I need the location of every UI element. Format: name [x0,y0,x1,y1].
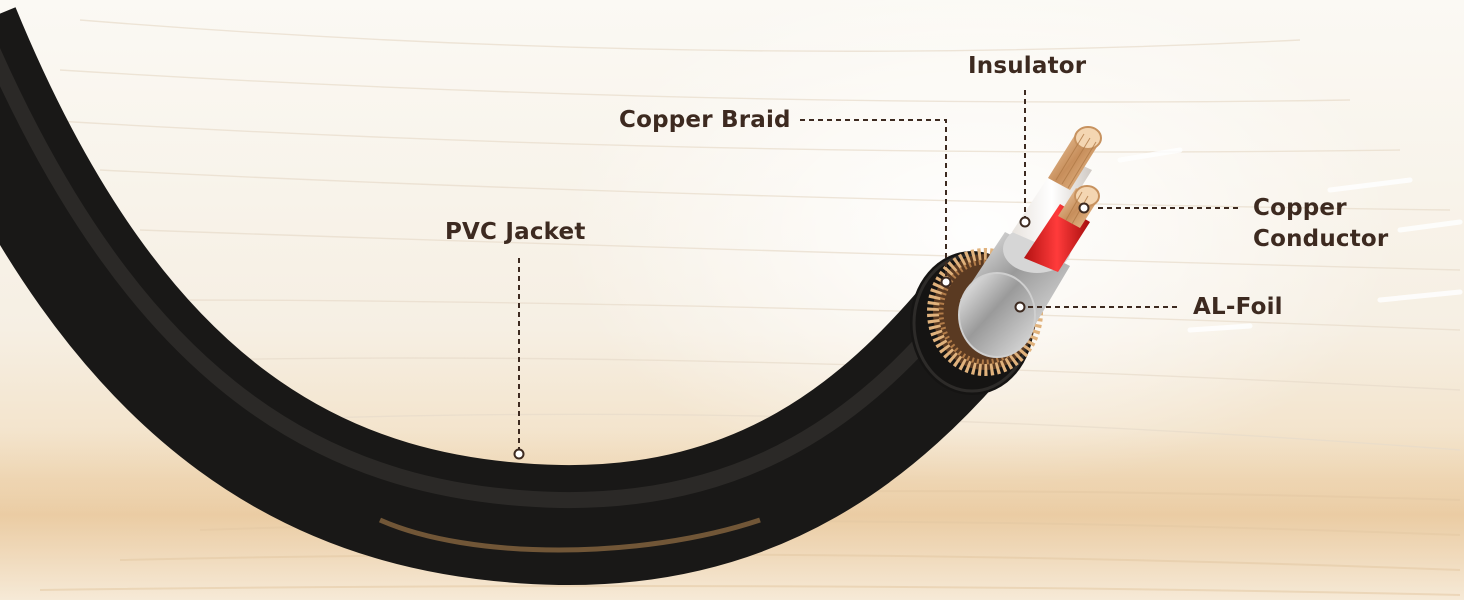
label-copper-braid: Copper Braid [619,105,791,136]
label-copper-conductor-line1: Copper [1253,193,1388,224]
dot-copper-braid [942,278,951,287]
label-pvc-jacket: PVC Jacket [445,217,586,248]
dot-pvc-jacket [515,450,524,459]
label-copper-conductor-line2: Conductor [1253,224,1388,255]
label-al-foil: AL-Foil [1193,292,1283,323]
dot-insulator [1021,218,1030,227]
label-copper-conductor: Copper Conductor [1253,193,1388,255]
dot-al-foil [1016,303,1025,312]
label-insulator: Insulator [968,51,1086,82]
dot-copper-conductor [1080,204,1089,213]
